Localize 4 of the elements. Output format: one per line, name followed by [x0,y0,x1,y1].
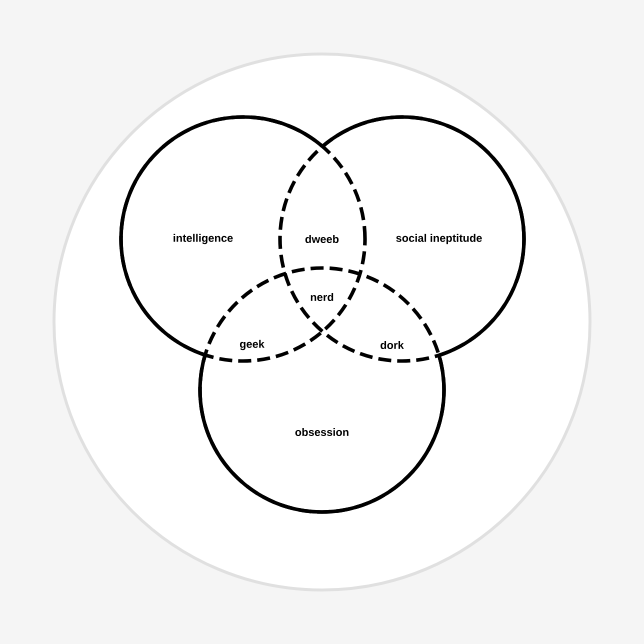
region-label: geek [240,340,264,350]
region-label: nerd [310,292,334,302]
region-label: dweeb [305,234,339,244]
region-label: dork [380,340,404,350]
